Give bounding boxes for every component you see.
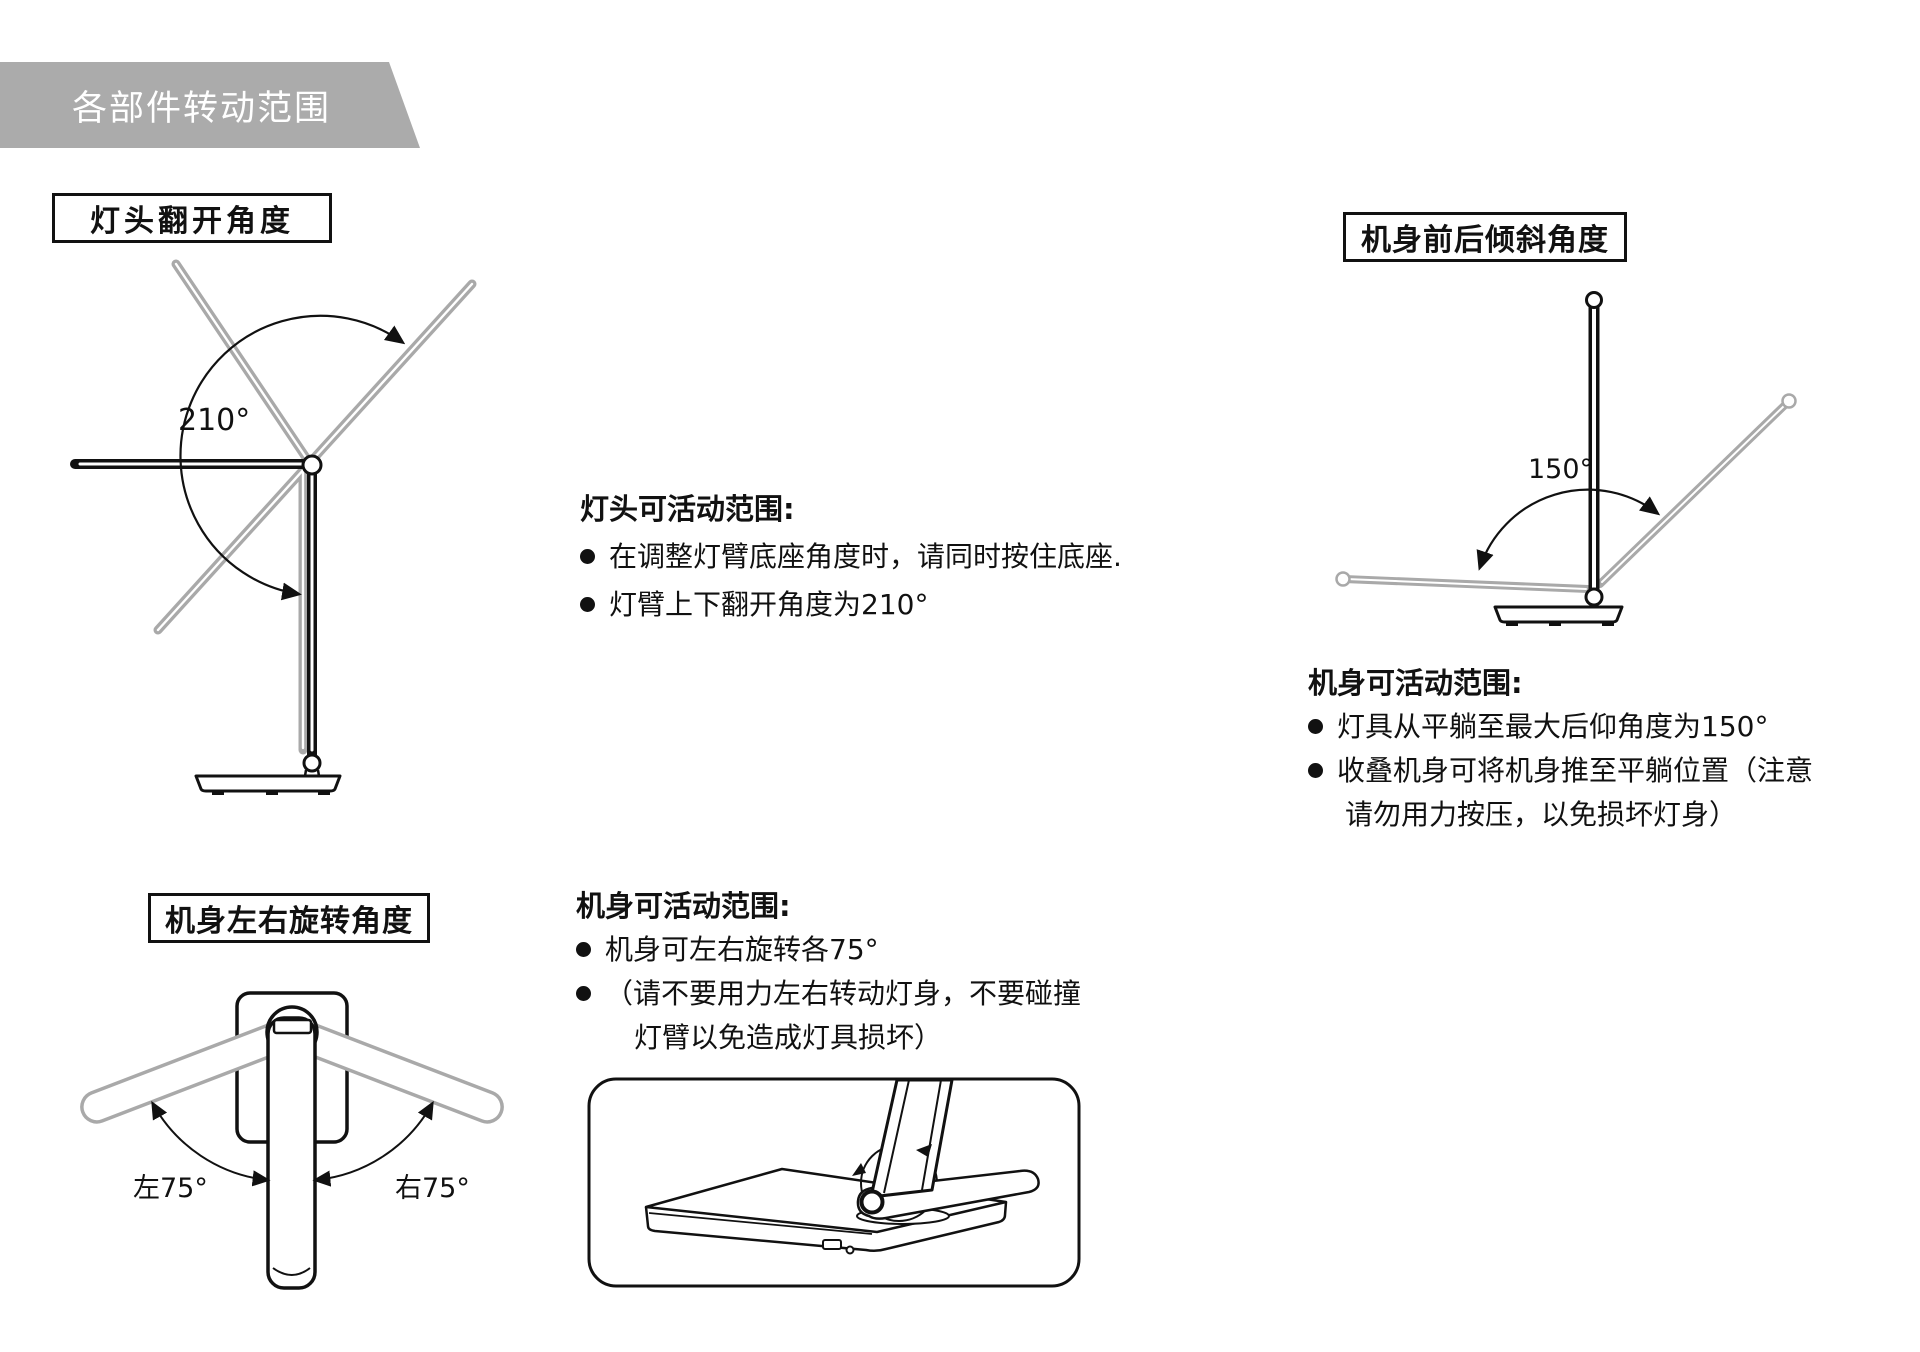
rotate-arrowhead-top bbox=[916, 1144, 932, 1157]
arm-end-cap-line bbox=[272, 1267, 311, 1276]
rotation-arc-left-75 bbox=[151, 1100, 271, 1187]
diagram-body-tilt-150: 150° bbox=[1335, 291, 1797, 626]
note-line: 灯臂上下翻开角度为210° bbox=[580, 588, 1122, 622]
section-banner: 各部件转动范围 bbox=[0, 62, 420, 148]
hinge-bar bbox=[272, 1018, 313, 1035]
note-text: （请不要用力左右转动灯身，不要碰撞 bbox=[605, 977, 1082, 1010]
angle-label-left-75: 左75° bbox=[133, 1173, 208, 1204]
angle-label-right-75: 右75° bbox=[395, 1173, 470, 1204]
title-box-lamp-head-angle: 灯头翻开角度 bbox=[52, 193, 332, 243]
rotation-arc-210 bbox=[179, 314, 406, 601]
title-box-lamp-head-label: 灯头翻开角度 bbox=[90, 204, 294, 239]
notes-body-rotate: 机身可活动范围: 机身可左右旋转各75° （请不要用力左右转动灯身，不要碰撞 灯… bbox=[576, 891, 1081, 1053]
notes-body-rotate-heading: 机身可活动范围: bbox=[576, 889, 791, 923]
base-hinge-joint bbox=[302, 753, 322, 773]
ghost-arm-end-cap bbox=[1335, 571, 1351, 587]
arm-top-cap bbox=[1585, 291, 1603, 309]
note-line: 机身可左右旋转各75° bbox=[576, 935, 1081, 965]
note-text: 收叠机身可将机身推至平躺位置（注意 bbox=[1337, 754, 1814, 787]
lamp-arm bbox=[869, 1078, 954, 1199]
base-front-skirt bbox=[644, 1201, 1008, 1253]
note-text-continuation: 灯臂以免造成灯具损坏） bbox=[634, 1021, 943, 1054]
notes-body-tilt: 机身可活动范围: 灯具从平躺至最大后仰角度为150° 收叠机身可将机身推至平躺位… bbox=[1308, 668, 1813, 830]
title-box-body-rotate-angle: 机身左右旋转角度 bbox=[148, 893, 430, 943]
hinge-bracket bbox=[856, 1169, 1040, 1220]
bullet-icon bbox=[1308, 719, 1323, 734]
note-text-continuation: 请勿用力按压，以免损坏灯身） bbox=[1345, 798, 1738, 831]
bullet-icon bbox=[1308, 763, 1323, 778]
angle-label-150: 150° bbox=[1528, 454, 1593, 485]
notes-lamp-head: 灯头可活动范围: 在调整灯臂底座角度时，请同时按住底座. 灯臂上下翻开角度为21… bbox=[580, 492, 1122, 622]
bullet-icon bbox=[576, 986, 591, 1001]
rotation-arc-150 bbox=[1476, 488, 1661, 571]
title-box-body-tilt-label: 机身前后倾斜角度 bbox=[1361, 223, 1609, 258]
diagram-base-illustration bbox=[587, 1077, 1081, 1288]
bullet-icon bbox=[576, 942, 591, 957]
note-line: 收叠机身可将机身推至平躺位置（注意 bbox=[1308, 756, 1813, 786]
arm-edge-lines bbox=[883, 1079, 942, 1194]
title-box-body-tilt-angle: 机身前后倾斜角度 bbox=[1343, 212, 1627, 262]
ghost-arm-end-cap bbox=[1781, 393, 1797, 409]
diagram-body-rotate-75: 左75° 右75° bbox=[80, 991, 504, 1290]
note-text: 灯臂上下翻开角度为210° bbox=[609, 588, 929, 621]
section-banner-title: 各部件转动范围 bbox=[72, 88, 332, 129]
usb-port bbox=[822, 1239, 842, 1250]
note-text: 在调整灯臂底座角度时，请同时按住底座. bbox=[609, 540, 1122, 573]
diagram-lamp-head-210: 210° bbox=[70, 259, 477, 795]
head-pivot-joint bbox=[301, 454, 323, 476]
title-box-body-rotate-label: 机身左右旋转角度 bbox=[165, 904, 413, 939]
notes-lamp-head-heading: 灯头可活动范围: bbox=[580, 492, 795, 526]
note-text: 灯具从平躺至最大后仰角度为150° bbox=[1337, 710, 1769, 743]
bullet-icon bbox=[580, 549, 595, 564]
lamp-base-side bbox=[1493, 605, 1624, 624]
lamp-base-side bbox=[194, 774, 342, 793]
base-hinge-joint bbox=[1584, 587, 1604, 607]
body-arm-top-view bbox=[266, 1016, 317, 1290]
notes-body-tilt-heading: 机身可活动范围: bbox=[1308, 666, 1523, 700]
note-line: 灯具从平躺至最大后仰角度为150° bbox=[1308, 712, 1813, 742]
rotation-arc-right-75 bbox=[312, 1100, 434, 1187]
rotate-arrowhead-left bbox=[852, 1163, 866, 1176]
power-jack bbox=[845, 1245, 855, 1255]
angle-label-210: 210° bbox=[178, 403, 250, 438]
skirt-seam-line bbox=[648, 1212, 873, 1235]
hinge-joint bbox=[859, 1189, 885, 1215]
note-text: 机身可左右旋转各75° bbox=[605, 933, 879, 966]
bullet-icon bbox=[580, 597, 595, 612]
note-line: （请不要用力左右转动灯身，不要碰撞 bbox=[576, 979, 1081, 1009]
note-line: 在调整灯臂底座角度时，请同时按住底座. bbox=[580, 540, 1122, 574]
